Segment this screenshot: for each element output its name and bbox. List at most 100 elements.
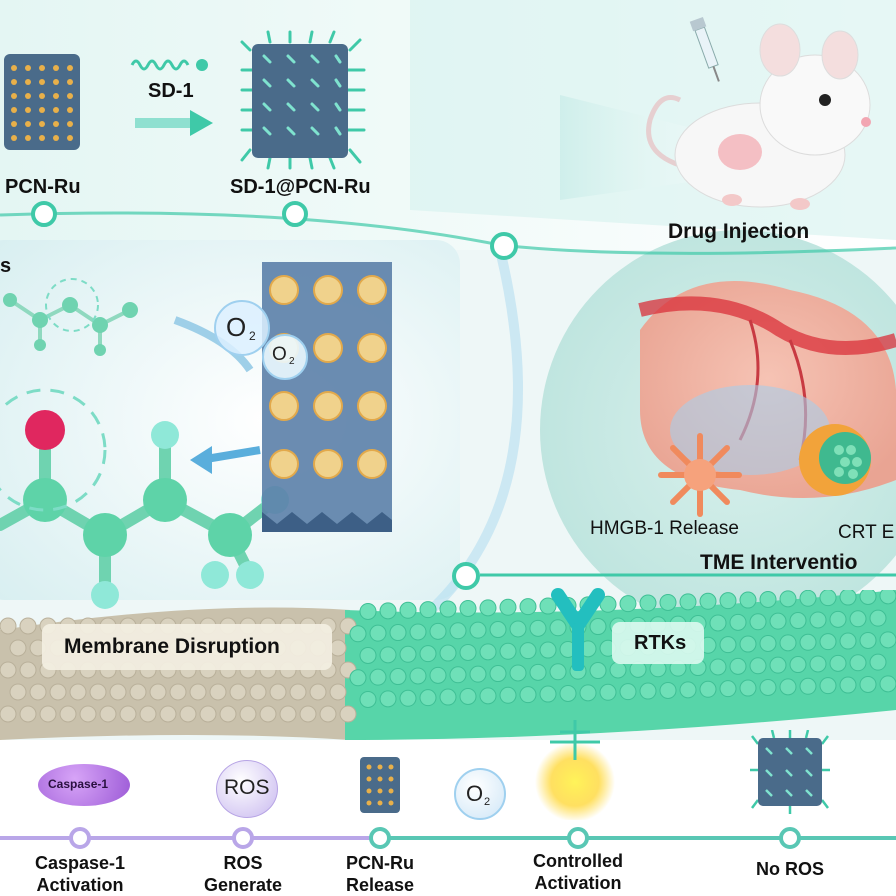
lipid-head — [830, 655, 846, 671]
lipid-head — [410, 624, 426, 640]
lipid-head — [10, 684, 26, 700]
lipid-head — [330, 640, 346, 656]
lipid-head — [400, 602, 416, 618]
lipid-head — [820, 678, 836, 694]
lipid-head — [420, 646, 436, 662]
timeline-label-ros: ROSGenerate — [183, 852, 303, 896]
lipid-head — [140, 706, 156, 722]
lipid-head — [860, 632, 876, 648]
lipid-head — [710, 615, 726, 631]
lipid-head — [610, 662, 626, 678]
lipid-head — [880, 676, 896, 692]
lipid-head — [850, 611, 866, 627]
lipid-head — [600, 684, 616, 700]
lipid-head — [420, 690, 436, 706]
lipid-head — [580, 685, 596, 701]
lipid-head — [530, 620, 546, 636]
lipid-head — [380, 647, 396, 663]
lipid-head — [350, 670, 366, 686]
lipid-head — [360, 691, 376, 707]
lipid-head — [820, 634, 836, 650]
lipid-head — [470, 622, 486, 638]
lipid-head — [780, 635, 796, 651]
lipid-head — [250, 684, 266, 700]
lipid-head — [840, 590, 856, 605]
controlled-activation-glow-icon — [520, 720, 630, 820]
lipid-head — [110, 684, 126, 700]
lipid-head — [500, 643, 516, 659]
lipid-head — [540, 686, 556, 702]
lipid-head — [450, 667, 466, 683]
lipid-head — [190, 684, 206, 700]
lipid-head — [390, 669, 406, 685]
lipid-head — [220, 706, 236, 722]
lipid-head — [480, 644, 496, 660]
lipid-head — [780, 591, 796, 607]
lipid-head — [460, 600, 476, 616]
lipid-head — [240, 706, 256, 722]
lipid-head — [770, 657, 786, 673]
o2-bubble-small: O 2 — [262, 334, 308, 380]
lipid-head — [790, 613, 806, 629]
lipid-head — [700, 593, 716, 609]
hmgb1-protein-icon — [655, 430, 745, 520]
lipid-head — [750, 614, 766, 630]
lipid-head — [80, 706, 96, 722]
lipid-head — [210, 684, 226, 700]
lipid-head — [730, 614, 746, 630]
lipid-head — [180, 706, 196, 722]
lipid-head — [170, 684, 186, 700]
lipid-head — [270, 684, 286, 700]
o2-timeline-icon: O 2 — [454, 768, 506, 820]
lipid-head — [840, 633, 856, 649]
lipid-head — [560, 685, 576, 701]
lipid-head — [10, 640, 26, 656]
caspase-1-icon: Caspase-1 — [38, 764, 130, 806]
lipid-head — [370, 625, 386, 641]
lipid-head — [460, 688, 476, 704]
lipid-head — [260, 706, 276, 722]
lipid-head — [740, 636, 756, 652]
lipid-head — [620, 596, 636, 612]
lipid-head — [160, 706, 176, 722]
lipid-head — [20, 662, 36, 678]
lipid-head — [830, 611, 846, 627]
ros-icon: ROS — [216, 760, 278, 818]
lipid-head — [800, 678, 816, 694]
lipid-head — [870, 610, 886, 626]
lipid-head — [660, 594, 676, 610]
lipid-head — [700, 681, 716, 697]
lipid-head — [380, 691, 396, 707]
timeline-label-no-ros: No ROS — [730, 858, 850, 880]
lipid-head — [850, 655, 866, 671]
lipid-head — [520, 643, 536, 659]
lipid-head — [500, 687, 516, 703]
lipid-head — [440, 601, 456, 617]
o2-bubble-large: O 2 — [214, 300, 270, 356]
lipid-head — [40, 706, 56, 722]
lipid-head — [0, 618, 16, 634]
lipid-head — [620, 684, 636, 700]
lipid-head — [450, 623, 466, 639]
crt-label: CRT E — [838, 522, 894, 544]
membrane-disruption-label: Membrane Disruption — [64, 635, 280, 659]
lipid-head — [400, 690, 416, 706]
pcn-ru-small-icon — [358, 755, 402, 815]
lipid-head — [530, 664, 546, 680]
tme-intervention-label: TME Interventio — [700, 551, 858, 575]
lipid-head — [330, 684, 346, 700]
lipid-head — [860, 676, 876, 692]
lipid-head — [130, 684, 146, 700]
lipid-head — [430, 623, 446, 639]
lipid-head — [150, 684, 166, 700]
lipid-head — [290, 684, 306, 700]
lipid-head — [760, 679, 776, 695]
lipid-head — [820, 590, 836, 606]
lipid-head — [100, 706, 116, 722]
lipid-head — [750, 658, 766, 674]
lipid-head — [440, 689, 456, 705]
lipid-head — [430, 667, 446, 683]
lipid-head — [880, 632, 896, 648]
lipid-head — [30, 684, 46, 700]
